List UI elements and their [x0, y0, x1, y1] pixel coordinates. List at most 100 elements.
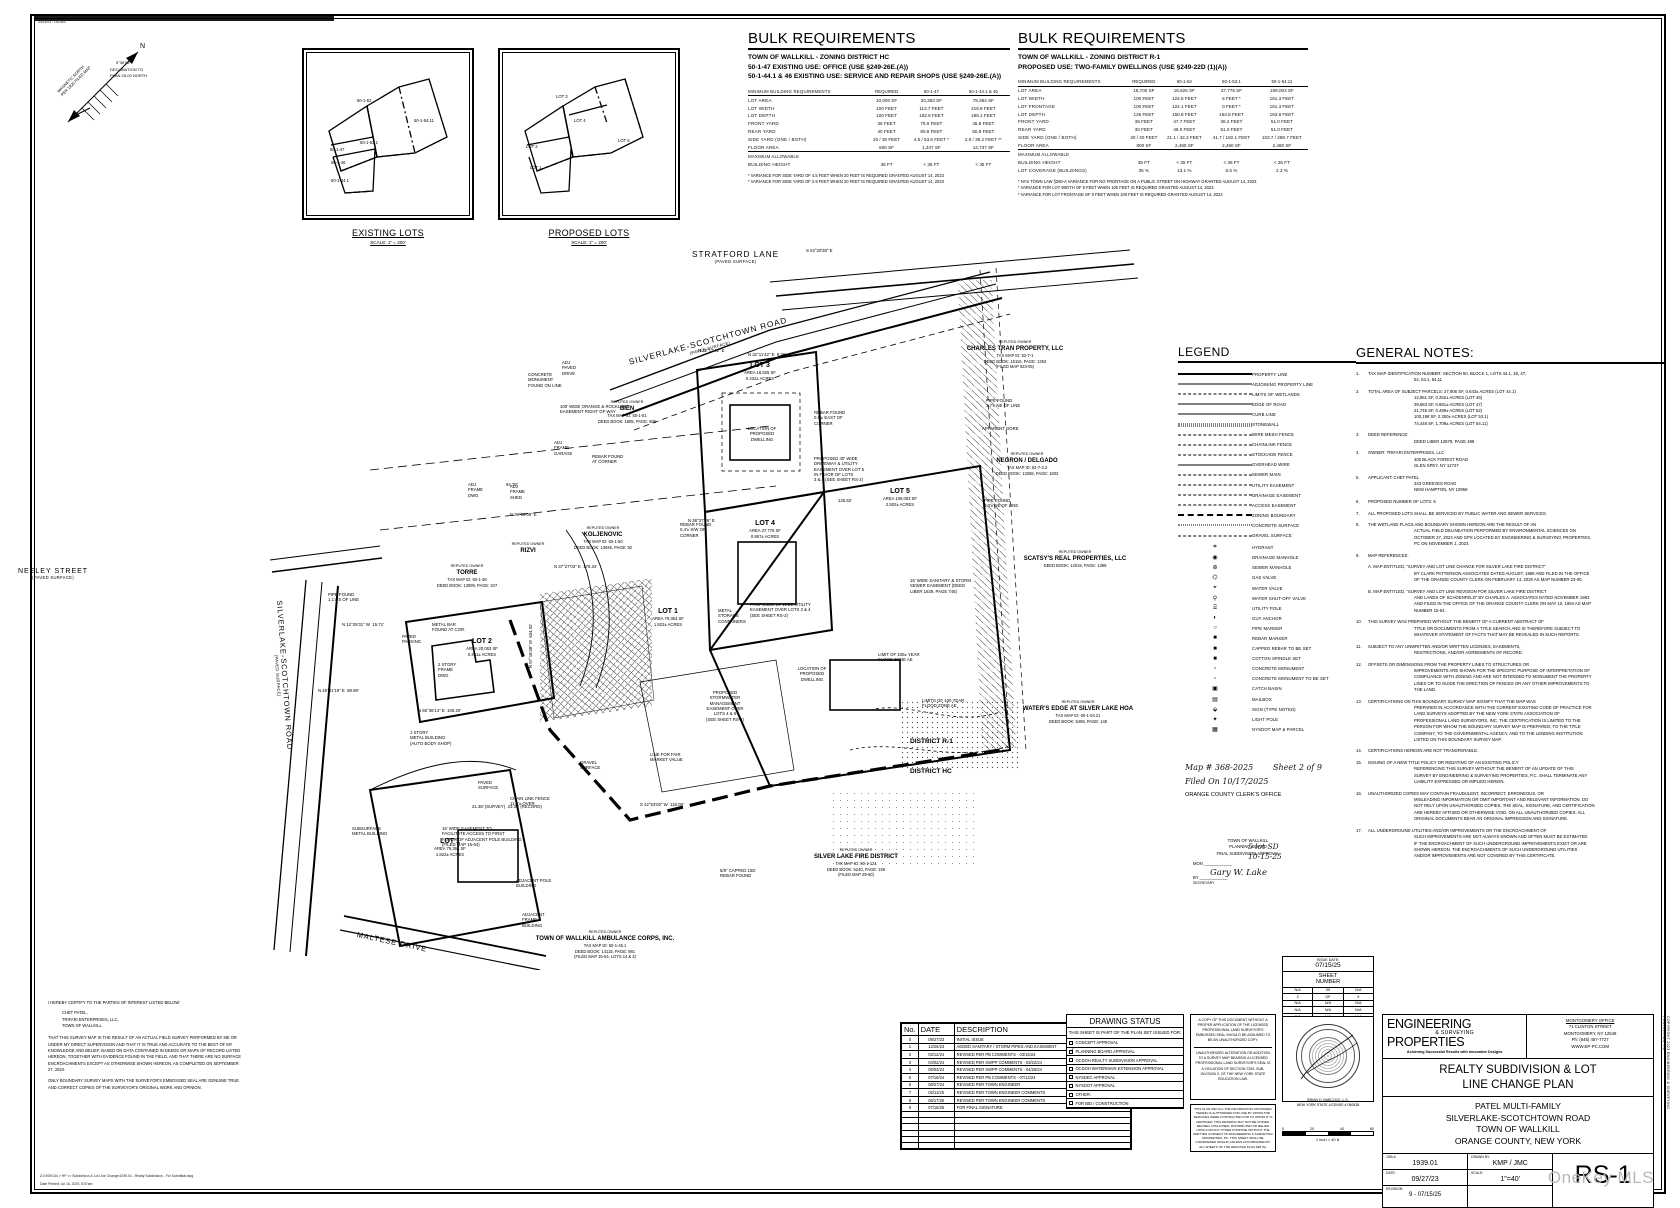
drawing-status-item[interactable]: CONCEPT APPROVAL — [1067, 1039, 1183, 1048]
general-note-subline: 343 GREEVES ROAD — [1414, 481, 1457, 486]
lot-label-1-lower: LOT 1 AREA 79,364 SF 1.822± ACRES — [400, 838, 500, 858]
annot-metal-bar-found: METAL BAR FOUND AT COR. — [432, 622, 466, 633]
annot-adj-frame-garage-1: ADJ FRAME GARAGE — [554, 440, 573, 456]
general-note-subline: LAND SURVEYS ADOPTED BY THE NEW YORK STA… — [1414, 711, 1560, 717]
legend-symbol-row: ■COTTON SPINDLE SET — [1178, 654, 1356, 664]
general-note-number: 14. — [1356, 748, 1362, 754]
owner-block-bien: REPUTED OWNER BIEN TAX MAP ID: 50-1-51 D… — [572, 400, 682, 424]
bulk-max-cell-0-1: 35 FT — [880, 161, 893, 167]
drawing-status-item[interactable]: PLANNING BOARD APPROVAL — [1067, 1048, 1183, 1057]
general-note-subline: 29,683 SF, 0.681± ACRES (LOT 47) — [1414, 401, 1483, 407]
copyright-legal: UNAUTHORIZED ALTERATION OR ADDITION TO A… — [1194, 1047, 1272, 1081]
legend-symbol-row: ▫CONCRETE MONUMENT — [1178, 664, 1356, 674]
general-note-number: 5. — [1356, 474, 1360, 480]
legend-line-label: ADJOINING PROPERTY LINE — [1252, 381, 1314, 387]
pb-stamp-line1: TOWN OF WALLKILL — [1227, 838, 1269, 843]
checkbox-icon[interactable] — [1069, 1083, 1073, 1088]
wetland-hatch-area — [540, 578, 652, 722]
lot-label-1-lower-acres: 1.822± ACRES — [435, 852, 465, 858]
bulk-r1-sub1: TOWN OF WALLKILL - ZONING DISTRICT R-1 — [1018, 54, 1161, 61]
general-note-number: 4. — [1356, 450, 1360, 456]
inset-existing-svg — [328, 78, 448, 194]
bearing-9: N 65°36'14" E 106.20' — [418, 708, 462, 713]
drawing-status-item[interactable]: NYSDEC APPROVAL — [1067, 1074, 1183, 1083]
annot-flood-zone-1: LIMIT OF 100± YEAR FLOOD ZONE AE — [878, 652, 920, 663]
general-note-number: 7. — [1356, 510, 1360, 516]
general-note-text: APPLICANT: CHET PATEL — [1368, 474, 1420, 480]
legend-symbol-label: SIGN (TYPE NOTED) — [1252, 706, 1296, 712]
checkbox-icon[interactable] — [1069, 1101, 1073, 1106]
checkbox-icon[interactable] — [1069, 1048, 1075, 1054]
drawing-status-item[interactable]: NYSDOT APPROVAL — [1067, 1082, 1183, 1091]
lot-label-1-lower-name: LOT 1 — [440, 838, 460, 845]
bulk-hc-sub2: 50-1-47 EXISTING USE: OFFICE (USE §249-2… — [748, 63, 909, 71]
checkbox-icon[interactable] — [1069, 1092, 1073, 1097]
bulk-col-1: REQUIRED — [1126, 78, 1162, 87]
bulk-cell-6-0: FLOOR AREA — [748, 144, 779, 150]
issue-cell-0-0: N/A — [1283, 987, 1314, 994]
bulk-footnote-0: * VARIANCE FOR SIDE YARD OF 4.5 FEET WHE… — [748, 173, 944, 179]
seal-signature-overlay — [1300, 1034, 1358, 1080]
bulk-max-cell-0-3: < 35 FT — [1223, 159, 1240, 165]
bulk-cell-5-4: 51.0 FEET — [1270, 127, 1293, 133]
annot-gravel-surface: GRAVEL SURFACE — [580, 760, 601, 771]
drawing-status-item[interactable]: FOR BID / CONSTRUCTION — [1067, 1099, 1183, 1108]
legend-line-row: EDGE OF ROAD — [1178, 399, 1356, 409]
legend-line-row: SEWER MAIN — [1178, 470, 1356, 480]
checkbox-icon[interactable] — [1069, 1075, 1073, 1080]
checkbox-icon[interactable] — [1069, 1058, 1073, 1063]
bulk-cell-1-0: LOT WIDTH — [1018, 96, 1045, 102]
legend-symbol-icon-4: ⌖ — [1213, 584, 1217, 591]
general-note-body: DEED REFERENCE:DEED LIBER 12679, PAGE 49… — [1368, 432, 1666, 445]
bulk-cell-6-0: SIDE YARD (ONE / BOTH) — [1018, 134, 1077, 140]
lot-label-3: LOT 3 AREA 18,625 SF 0.432± ACRES — [710, 362, 810, 382]
legend-line-symbol-12 — [1178, 490, 1252, 500]
legend-line-symbol-5 — [1178, 420, 1252, 430]
revision-no: 3 — [901, 1057, 919, 1067]
checkbox-icon[interactable] — [1069, 1040, 1073, 1045]
general-note-subline: OF THE ORANGE COUNTY CLERK ON FEBRUARY 1… — [1414, 577, 1583, 583]
general-note-number: 8. — [1356, 522, 1360, 528]
planning-board-stamp: TOWN OF WALLKILL PLANNING BOARD FINAL SU… — [1193, 838, 1303, 887]
bulk-cell-5-0: SIDE YARD (ONE / BOTH) — [748, 136, 807, 142]
general-note-number: 10. — [1356, 619, 1362, 625]
firm-website[interactable]: WWW.EP-PC.COM — [1571, 1043, 1609, 1049]
revision-date: 06/17/25 — [917, 1095, 955, 1105]
drawing-status-item[interactable]: OTHER: — [1067, 1091, 1183, 1100]
owner-ambulance-l3: (FILED MAP 15-64, LOTS 14 & 3) — [574, 954, 636, 960]
drawing-status-item[interactable]: OCDOH REALTY SUBDIVISION APPROVAL — [1067, 1056, 1183, 1065]
revision-date: 12/26/23 — [917, 1042, 955, 1052]
copyright-note2-text: THIS PLAN AND ALL THE INFORMATION CONTAI… — [1193, 1107, 1273, 1149]
general-note-subline: LIABILITY EXPRESSED OR IMPLIED HEREIN. — [1414, 779, 1505, 785]
drawing-status-items: CONCEPT APPROVALPLANNING BOARD APPROVALO… — [1067, 1039, 1183, 1108]
bulk-cell-5-0: REAR YARD — [1018, 127, 1046, 133]
bulk-cell-1-3: 5 FEET * — [1222, 96, 1241, 102]
drawing-status-label: OCDOH REALTY SUBDIVISION APPROVAL — [1075, 1057, 1158, 1063]
bulk-cell-0-1: 18,700 SF — [1133, 88, 1155, 94]
bearing-11: N 37°27'03" E 179.34' — [554, 564, 598, 569]
bulk-col-3: 50-1-44.1 & 46 — [956, 87, 1010, 97]
checkbox-icon[interactable] — [1069, 1066, 1073, 1071]
owner-tran-l3: (FILED MAP 923-05) — [995, 364, 1035, 370]
bulk-cell-5-3: 2.9 / 39.2 FEET ** — [964, 136, 1002, 142]
bulk-cell-4-0: REAR YARD — [748, 128, 776, 134]
plan-sub-title: PATEL MULTI-FAMILY SILVERLAKE-SCOTCHTOWN… — [1383, 1097, 1653, 1154]
top-left-stamp: 03/15/23 - LA/JMC — [38, 20, 67, 24]
general-note-subline: ORIGINAL DOCUMENTS BEAR AN ORIGINAL IMPR… — [1414, 816, 1569, 822]
bulk-section-row: MAXIMUM ALLOWABLE — [1018, 149, 1308, 159]
bulk-hc-title: BULK REQUIREMENTS — [748, 30, 916, 47]
general-note-subline: 74,448 SF, 1.709± ACRES (LOT 54.11) — [1414, 420, 1488, 426]
general-note: 8.THE WETLAND FLAGS AND BOUNDARY SHOWN H… — [1356, 522, 1666, 548]
legend-symbol-icon-12: ▫ — [1213, 665, 1217, 672]
legend-line-label: WIRE MESH FENCE — [1252, 432, 1295, 438]
inset-proposed-label-2: LOT 5 — [618, 138, 630, 143]
bulk-footnote-0: * NYS TOWN LAW §280-A VARIANCE FOR NO FR… — [1018, 179, 1257, 185]
owner-block-silver-lake-fire: REPUTED OWNER SILVER LAKE FIRE DISTRICT … — [790, 848, 922, 878]
inset-existing-label-2: 50-1-53.1 — [360, 140, 378, 145]
drawing-status-item[interactable]: OCDOH WATERMAIN EXTENSION APPROVAL — [1067, 1065, 1183, 1074]
